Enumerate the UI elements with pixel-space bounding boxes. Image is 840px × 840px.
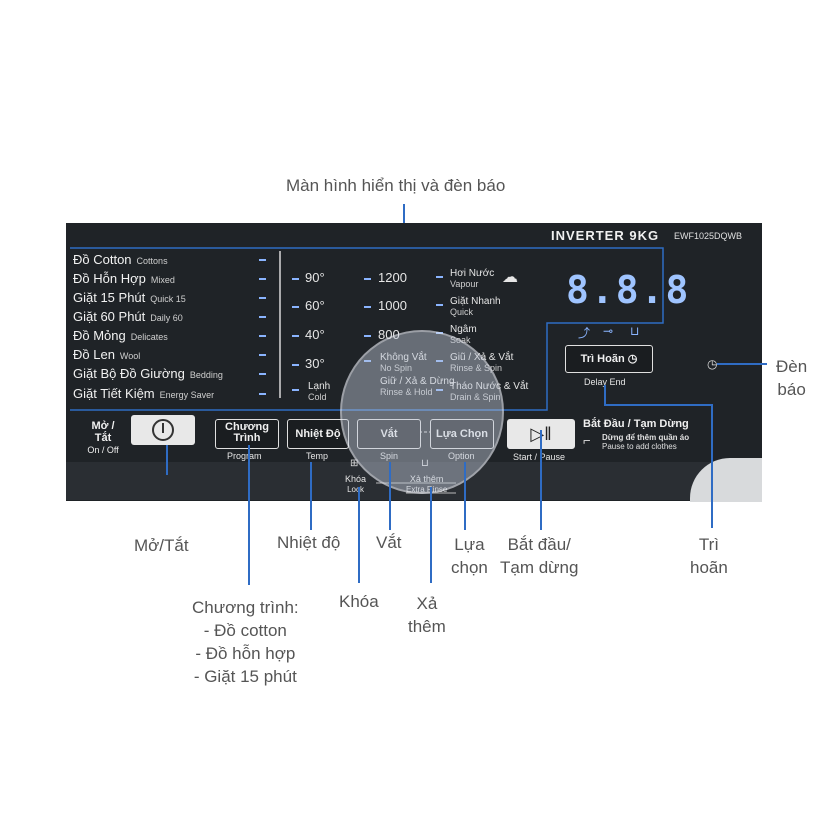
callout-display: Màn hình hiển thị và đèn báo [286, 176, 506, 195]
start-title: Bắt Đầu / Tạm Dừng [583, 418, 689, 430]
program-led [259, 393, 266, 395]
power-icon [152, 419, 174, 441]
program-led [259, 278, 266, 280]
program-led [259, 354, 266, 356]
watermark-logo [340, 330, 504, 494]
delay-end-label: Delay End [584, 377, 626, 387]
indicator-icon: ◷ [707, 357, 718, 371]
program-led [259, 335, 266, 337]
option-led [436, 304, 443, 306]
model-label: EWF1025DQWB [674, 231, 743, 241]
spin-led [364, 306, 371, 308]
lock-icon: ⊞ [350, 458, 359, 469]
spin-led [364, 278, 371, 280]
temp-led [292, 306, 299, 308]
callout-line-extra [430, 487, 432, 583]
onoff-button[interactable] [131, 415, 195, 445]
callout-program: Chương trình: - Đồ cotton - Đồ hỗn hợp -… [192, 598, 299, 686]
program-led [259, 297, 266, 299]
callout-line-delay-a [604, 385, 606, 405]
callout-line-lock [358, 487, 360, 583]
tub-icon: ⊔ [630, 324, 640, 338]
program-led [259, 316, 266, 318]
spin-1200: 1200 [378, 270, 407, 285]
callout-line-delay-c [711, 404, 713, 528]
temp-30: 30° [305, 356, 325, 371]
callout-line-spin [389, 462, 391, 530]
start-pause-label: Start / Pause [513, 452, 566, 462]
delay-end-button[interactable]: Trì Hoãn ◷ [565, 345, 653, 373]
program-button[interactable]: Chương Trình [215, 419, 279, 449]
callout-line-option [464, 462, 466, 530]
temp-60: 60° [305, 298, 325, 313]
vapour-icon: ☁ [502, 269, 518, 286]
callout-start: Bắt đầu/Tạm dừng [500, 535, 579, 577]
program-led [259, 259, 266, 261]
spin-led [364, 335, 371, 337]
key-lock-icon: ⊸ [603, 324, 614, 338]
rinse-indicator-icon: ⤴ [578, 326, 591, 340]
callout-line-start [540, 430, 542, 530]
spin-1000: 1000 [378, 298, 407, 313]
callout-temp: Nhiệt độ [277, 533, 341, 552]
callout-line-delay-b [604, 404, 712, 406]
program-led [259, 373, 266, 375]
callout-line-indicator [717, 363, 767, 365]
callout-line-program [248, 445, 250, 585]
temp-90: 90° [305, 270, 325, 285]
add-clothes-icon: ⌐ [583, 433, 591, 448]
temp-label: Temp [306, 451, 329, 461]
callout-spin: Vắt [376, 533, 402, 552]
clock-icon: ◷ [627, 353, 638, 365]
temp-40: 40° [305, 327, 325, 342]
brand-label: INVERTER 9KG [551, 228, 660, 243]
temp-led [292, 389, 299, 391]
temp-led [292, 278, 299, 280]
program-label: Program [227, 451, 262, 461]
callout-lock: Khóa [339, 592, 379, 611]
digit-display: 8.8.8 [566, 268, 691, 312]
temp-led [292, 364, 299, 366]
temp-button[interactable]: Nhiệt Độ [287, 419, 349, 449]
callout-line-temp [310, 462, 312, 530]
option-led [436, 276, 443, 278]
temp-led [292, 335, 299, 337]
callout-onoff: Mở/Tắt [134, 536, 189, 555]
callout-line-onoff [166, 445, 168, 475]
